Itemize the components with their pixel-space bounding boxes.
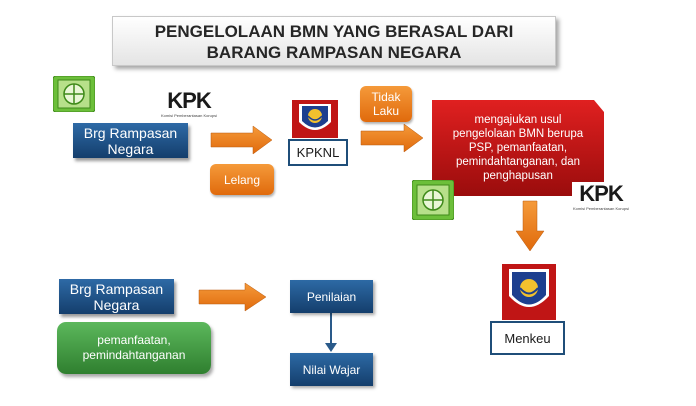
arrow-to-penilaian bbox=[198, 282, 267, 312]
brg-rampasan-box-bottom: Brg Rampasan Negara bbox=[59, 279, 174, 314]
arrow-to-menkeu bbox=[515, 200, 545, 252]
arrow-to-kpknl bbox=[210, 125, 273, 155]
arrow-to-usul bbox=[360, 123, 424, 153]
penilaian-arrowhead bbox=[325, 343, 337, 352]
kpk-logo-subtitle-2: Komisi Pemberantasan Korupsi bbox=[572, 206, 630, 211]
penilaian-box: Penilaian bbox=[290, 280, 373, 313]
page-title: PENGELOLAAN BMN YANG BERASAL DARI BARANG… bbox=[112, 16, 556, 66]
kpk-logo-top: KPK Komisi Pemberantasan Korupsi bbox=[160, 89, 218, 119]
title-line-1: PENGELOLAAN BMN YANG BERASAL DARI bbox=[154, 22, 514, 41]
menkeu-box: Menkeu bbox=[490, 321, 565, 355]
lelang-label: Lelang bbox=[210, 164, 274, 195]
kpknl-box: KPKNL bbox=[288, 139, 348, 166]
ministry-green-icon bbox=[52, 75, 96, 113]
tidak-laku-label: Tidak Laku bbox=[360, 86, 412, 122]
kpk-logo-text-2: KPK bbox=[579, 181, 623, 206]
djkn-emblem-icon bbox=[292, 100, 338, 138]
ministry-green-icon-2 bbox=[411, 179, 455, 221]
pemanfaatan-box: pemanfaatan, pemindahtanganan bbox=[57, 322, 211, 374]
title-line-2: BARANG RAMPASAN NEGARA bbox=[206, 43, 462, 62]
usul-pengelolaan-box: mengajukan usul pengelolaan BMN berupa P… bbox=[432, 100, 604, 196]
kpk-logo-right: KPK Komisi Pemberantasan Korupsi bbox=[572, 182, 630, 214]
kpk-logo-subtitle: Komisi Pemberantasan Korupsi bbox=[160, 113, 218, 118]
brg-rampasan-box-top: Brg Rampasan Negara bbox=[73, 123, 188, 158]
nilai-wajar-box: Nilai Wajar bbox=[290, 353, 373, 386]
kemenkeu-emblem-icon bbox=[502, 264, 556, 320]
kpk-logo-text: KPK bbox=[167, 88, 211, 113]
